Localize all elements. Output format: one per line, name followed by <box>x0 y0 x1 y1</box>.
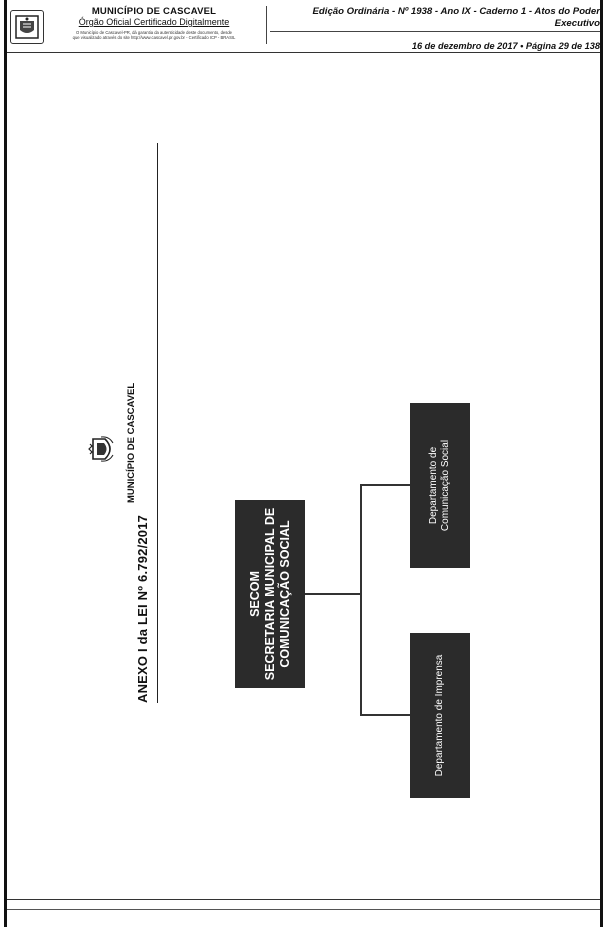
header-rule <box>7 52 600 53</box>
municipal-crest-icon <box>87 435 119 463</box>
comunicacao-label-2: Comunicação Social <box>440 439 451 532</box>
authenticity-line-1: O Município de Cascavel-PR, dá garantia … <box>76 30 232 35</box>
page-frame <box>4 0 603 927</box>
header-left: MUNICÍPIO DE CASCAVEL Órgão Oficial Cert… <box>48 6 260 40</box>
header-right: Edição Ordinária - Nº 1938 - Ano IX - Ca… <box>270 6 600 52</box>
annex-title-rule <box>157 143 158 703</box>
secom-name-line-2: COMUNICAÇÃO SOCIAL <box>277 520 292 668</box>
municipio-title: MUNICÍPIO DE CASCAVEL <box>91 6 217 17</box>
footer-rule <box>7 899 600 900</box>
secom-name-line-1: SECRETARIA MUNICIPAL DE <box>262 507 277 681</box>
secom-acronym: SECOM <box>247 571 262 617</box>
header-divider <box>266 6 267 44</box>
org-node-secom: SECOM SECRETARIA MUNICIPAL DE COMUNICAÇÃ… <box>235 500 305 688</box>
rotated-annex-page: ANEXO I da LEI Nº 6.792/2017 MUNICÍPIO D… <box>35 108 575 848</box>
footer-rule-2 <box>7 909 600 910</box>
municipio-label: MUNICÍPIO DE CASCAVEL <box>126 382 137 503</box>
connector-right-down <box>360 484 410 486</box>
connector-left-down <box>360 714 410 716</box>
date-page-info: 16 de dezembro de 2017 • Página 29 de 13… <box>411 41 600 51</box>
imprensa-label: Departamento de Imprensa <box>434 654 445 777</box>
authenticity-note: O Município de Cascavel-PR, dá garantia … <box>48 30 260 40</box>
orgao-subtitle: Órgão Oficial Certificado Digitalmente <box>78 17 230 27</box>
connector-root-down <box>305 593 360 595</box>
org-node-comunicacao: Departamento de Comunicação Social <box>410 403 470 568</box>
org-node-imprensa: Departamento de Imprensa <box>410 633 470 798</box>
annex-title: ANEXO I da LEI Nº 6.792/2017 <box>135 514 150 703</box>
connector-horizontal <box>360 485 362 716</box>
city-seal-icon <box>10 10 44 44</box>
edition-info: Edição Ordinária - Nº 1938 - Ano IX - Ca… <box>270 6 600 32</box>
authenticity-line-2: que visualizado através do site http://w… <box>72 35 236 40</box>
page-header: MUNICÍPIO DE CASCAVEL Órgão Oficial Cert… <box>4 4 603 52</box>
comunicacao-label-1: Departamento de <box>428 446 439 525</box>
